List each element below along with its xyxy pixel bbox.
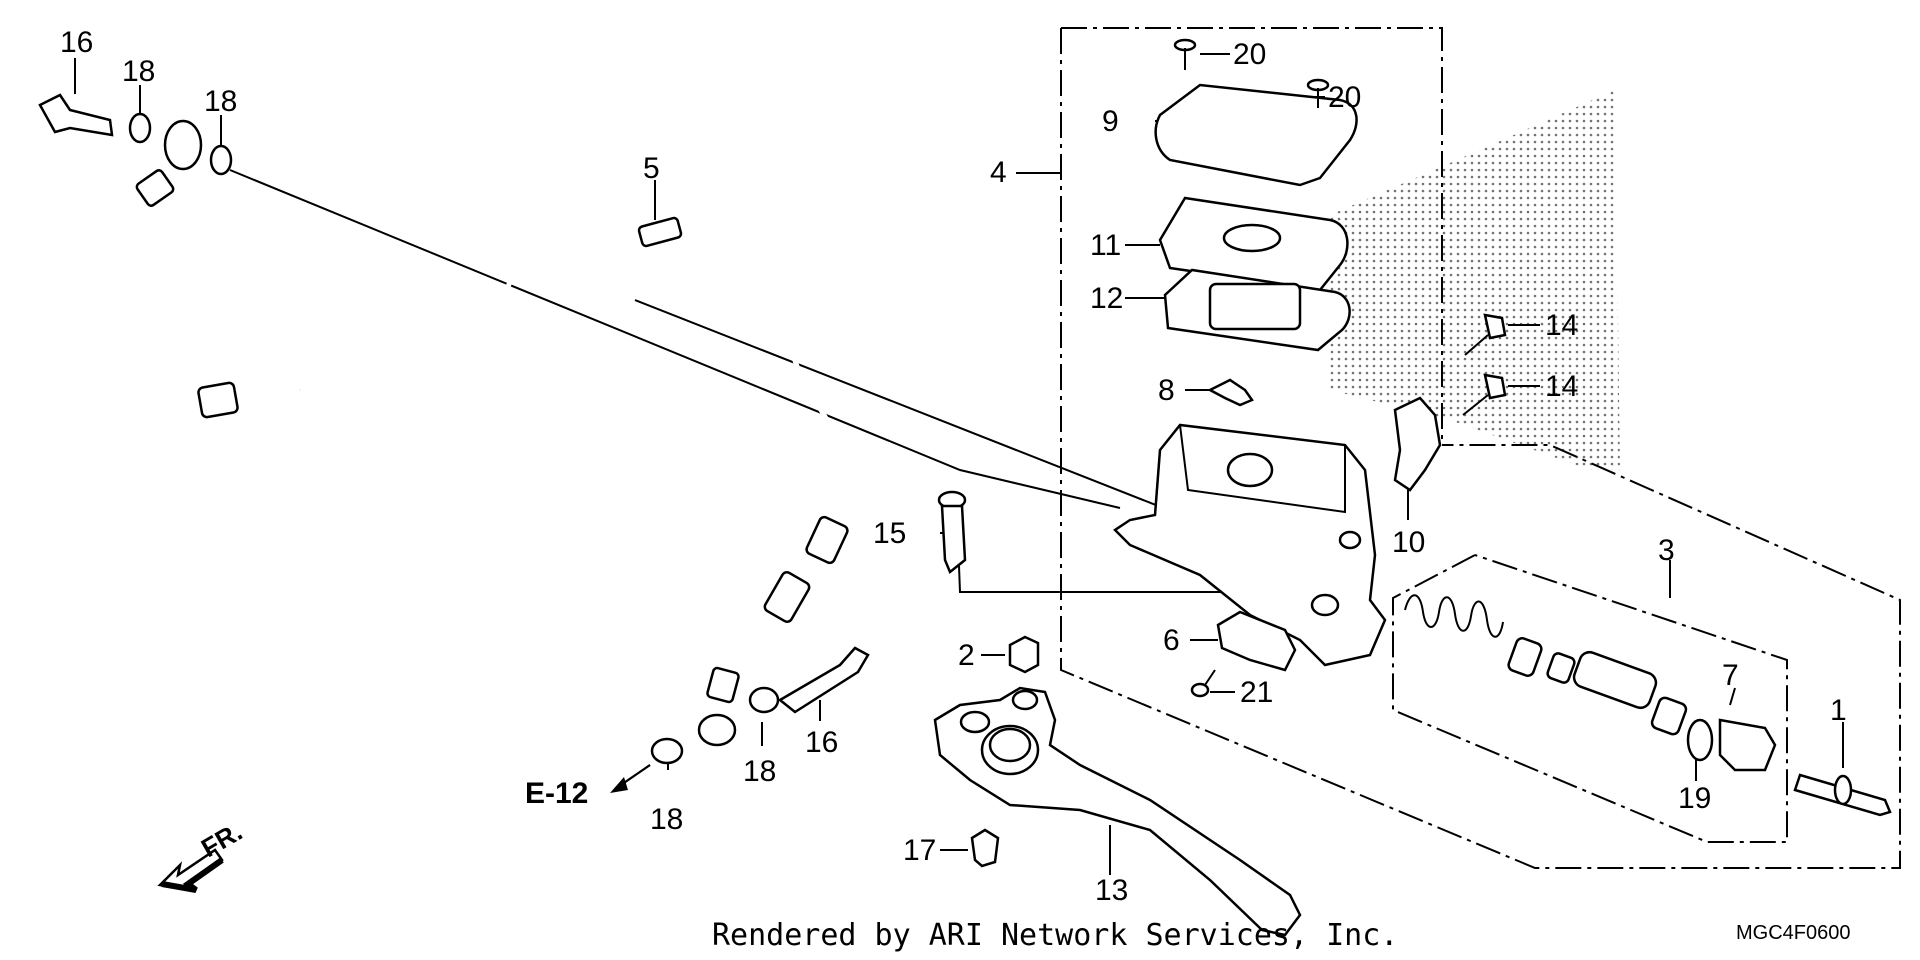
bolt-14-lower (1462, 373, 1507, 416)
piston-kit-group-outline (1392, 554, 1788, 843)
banjo-bolt-lower (650, 646, 870, 765)
clutch-switch (1216, 610, 1297, 672)
callout-20-right: 20 (1328, 81, 1361, 114)
callout-3: 3 (1658, 534, 1675, 567)
callout-4: 4 (990, 156, 1007, 189)
float-clip (1207, 378, 1254, 407)
render-credit: Rendered by ARI Network Services, Inc. (712, 918, 1399, 953)
callout-11: 11 (1090, 229, 1121, 262)
circlip (1686, 718, 1714, 762)
callout-16-lower: 16 (805, 726, 838, 759)
callout-16-upper: 16 (60, 26, 93, 59)
callout-8: 8 (1158, 374, 1175, 407)
callout-1: 1 (1830, 694, 1847, 727)
diagram-code: MGC4F0600 (1736, 922, 1851, 944)
reference-arrow (610, 764, 651, 793)
piston-boot (1718, 718, 1777, 772)
clutch-hose-assembly (69, 169, 858, 704)
reservoir-cap (1154, 83, 1358, 187)
banjo-eye-lower (697, 713, 737, 747)
callout-6: 6 (1163, 624, 1180, 657)
banjo-bolt-upper (38, 93, 233, 176)
bolt-14-upper (1464, 313, 1507, 356)
screw-20-upper (1173, 38, 1197, 70)
push-rod (1793, 773, 1892, 817)
callout-18-bottom-right: 18 (743, 755, 776, 788)
callout-18-bottom-left: 18 (650, 803, 683, 836)
callout-21: 21 (1240, 676, 1273, 709)
washer-lower-right (748, 686, 780, 714)
reference-label: E-12 (525, 777, 588, 810)
washer-lower-left (650, 737, 684, 765)
callout-18-top-left: 18 (122, 55, 155, 88)
plate-port (1222, 223, 1282, 253)
pivot-nut (970, 828, 1000, 868)
callout-15: 15 (873, 517, 906, 550)
callout-13: 13 (1095, 874, 1128, 907)
screw-20-right (1306, 78, 1330, 108)
washer-upper-left (128, 112, 152, 144)
master-cylinder-group-outline (1060, 27, 1901, 869)
callout-9: 9 (1102, 105, 1119, 138)
callout-20-upper: 20 (1233, 38, 1266, 71)
callout-14-lower: 14 (1545, 370, 1578, 403)
callout-5: 5 (643, 152, 660, 185)
callout-10: 10 (1392, 526, 1425, 559)
callout-18-top-right: 18 (204, 85, 237, 118)
front-direction-arrow (157, 848, 224, 893)
washer-upper-right (209, 144, 233, 176)
diaphragm-bellows (1208, 282, 1302, 331)
body-port (1226, 452, 1274, 488)
screw-21 (1190, 669, 1216, 698)
pivot-bolt (937, 490, 967, 575)
holder (1393, 396, 1442, 492)
pivot-collar (1008, 635, 1040, 674)
callout-19: 19 (1678, 782, 1711, 815)
piston-kit (1404, 594, 1688, 736)
callout-17: 17 (903, 834, 936, 867)
callout-14-upper: 14 (1545, 309, 1578, 342)
handlebar-shading (1330, 90, 1620, 470)
callout-12: 12 (1090, 282, 1123, 315)
callout-7: 7 (1722, 659, 1739, 692)
banjo-eye-upper (163, 119, 203, 171)
callout-2: 2 (958, 639, 975, 672)
